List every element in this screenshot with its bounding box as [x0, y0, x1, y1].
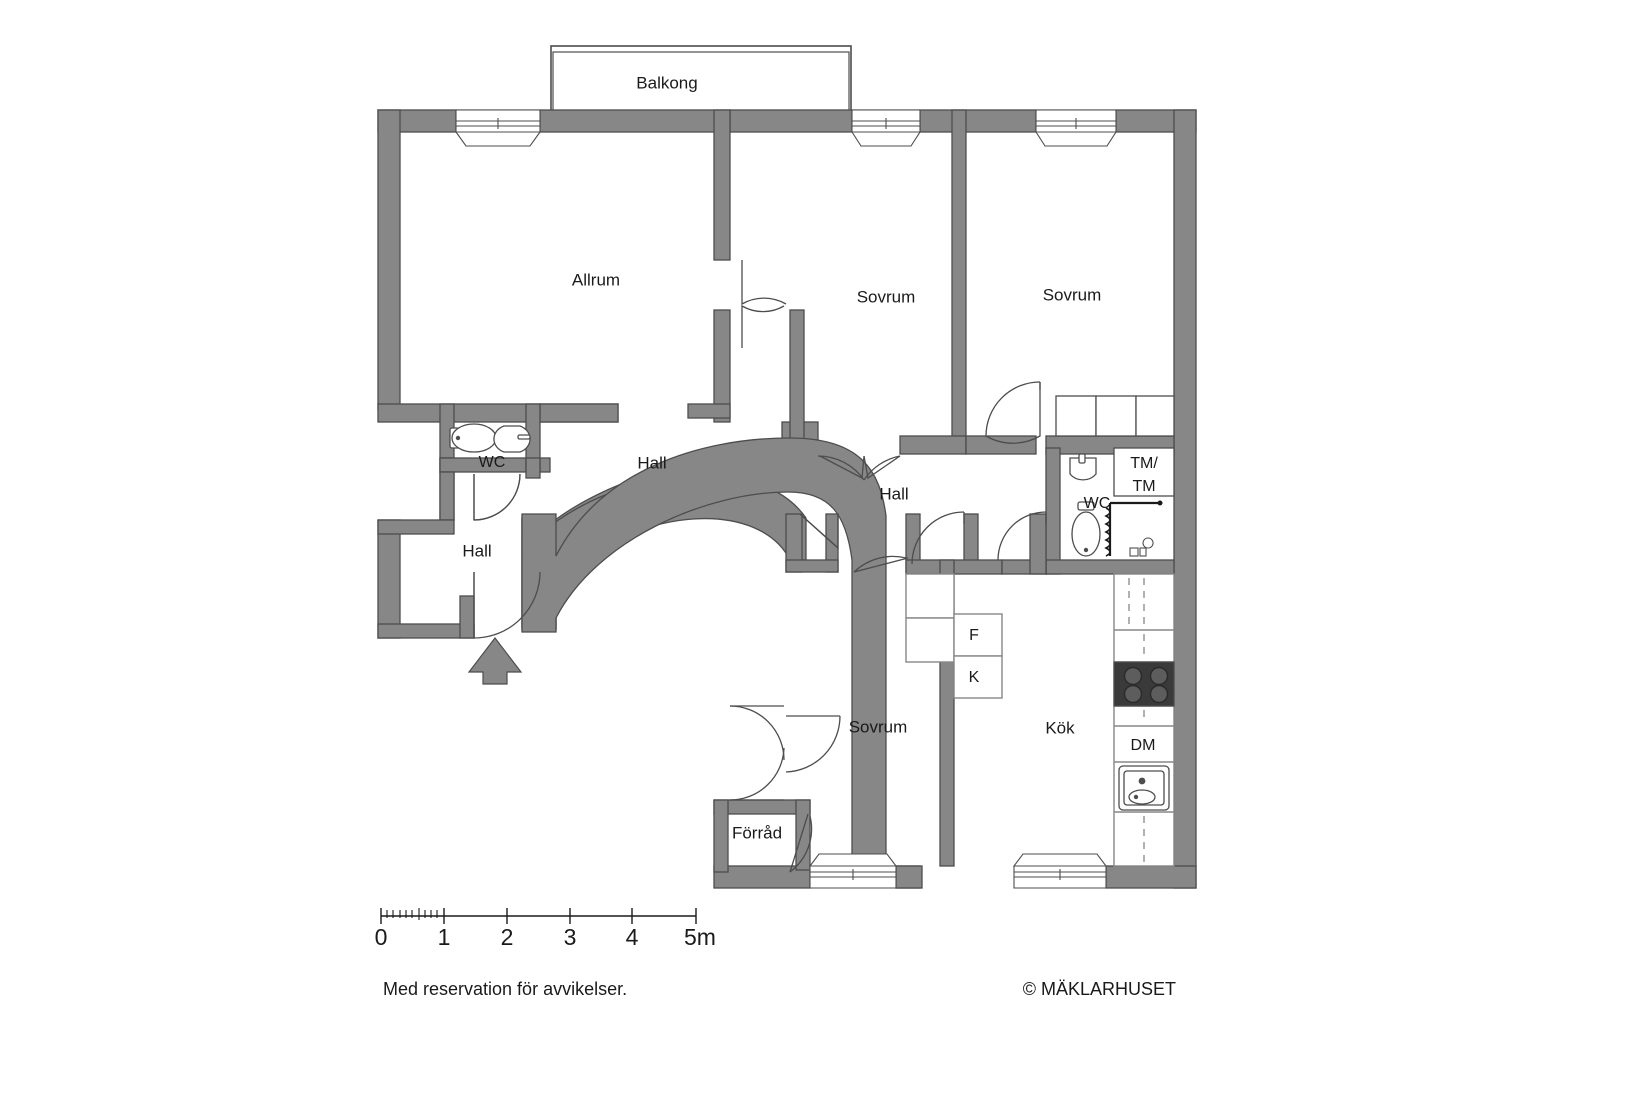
door-sovrum3-hall: [853, 555, 909, 573]
window: [850, 109, 922, 147]
room-label-wc2: WC: [1084, 495, 1111, 512]
door-forrad: [789, 813, 813, 873]
doors: [467, 260, 1047, 873]
scale-bar: [380, 908, 697, 924]
window: [454, 109, 542, 147]
room-label-balkong: Balkong: [636, 73, 697, 92]
door-double-sovrum3: [729, 705, 841, 801]
copyright-text: © MÄKLARHUSET: [1023, 979, 1176, 999]
label-tm-line1: TM/: [1130, 455, 1158, 472]
entrance-arrow: [467, 637, 523, 685]
door-wc1: [473, 473, 521, 521]
door-double-sovrum1-bottom: [817, 455, 901, 481]
door-hall2-left: [799, 513, 839, 550]
wc2-fixtures: [1069, 447, 1175, 557]
kitchen-sink-icon: [1118, 765, 1170, 811]
room-label-sovrum-2: Sovrum: [1043, 285, 1102, 304]
scale-minor-ticks: [386, 908, 438, 920]
door-wc2: [997, 511, 1047, 561]
label-freezer: F: [969, 627, 979, 644]
room-label-forrad: Förråd: [732, 823, 782, 842]
windows: [454, 109, 1118, 889]
scale-tick-4: 4: [626, 924, 639, 950]
scale-tick-5: 5m: [684, 924, 716, 950]
room-label-allrum: Allrum: [572, 270, 620, 289]
room-label-hall-2: Hall: [879, 484, 908, 503]
scale-tick-3: 3: [564, 924, 577, 950]
balcony-outline: [550, 45, 852, 115]
scale-tick-1: 1: [438, 924, 451, 950]
sink-icon: [493, 425, 531, 453]
door-double-sovrum1-left: [741, 260, 787, 348]
scale-tick-2: 2: [501, 924, 514, 950]
room-label-hall-1: Hall: [637, 453, 666, 472]
scale-tick-0: 0: [375, 924, 388, 950]
toilet-icon: [449, 423, 497, 453]
room-label-sovrum-1: Sovrum: [857, 287, 916, 306]
label-fridge: K: [969, 669, 980, 686]
label-dishwasher: DM: [1131, 737, 1156, 754]
door-entrance: [473, 571, 541, 639]
label-tm-line2: TM: [1132, 478, 1155, 495]
wardrobe-units: [1055, 395, 1175, 437]
room-label-hall-3: Hall: [462, 541, 491, 560]
wall-structure: [377, 109, 1197, 889]
fridge-freezer-column: [905, 573, 1003, 699]
window: [808, 853, 898, 889]
room-label-kok: Kök: [1045, 718, 1075, 737]
shower-curtain-icon: [1104, 500, 1163, 557]
disclaimer-text: Med reservation för avvikelser.: [383, 979, 627, 999]
room-label-wc1: WC: [479, 454, 506, 471]
kitchen-counter: [1113, 573, 1175, 867]
room-label-sovrum-3: Sovrum: [849, 717, 908, 736]
door-sovrum2: [985, 381, 1041, 444]
window: [1034, 109, 1118, 147]
window: [1012, 853, 1108, 889]
stove-icon: [1113, 661, 1175, 707]
floor-drain-icon: [1129, 537, 1154, 557]
wc1-fixtures: [449, 423, 531, 453]
toilet-icon: [1071, 501, 1101, 557]
door-hall2-right: [911, 511, 965, 565]
sink-icon: [1069, 453, 1097, 481]
